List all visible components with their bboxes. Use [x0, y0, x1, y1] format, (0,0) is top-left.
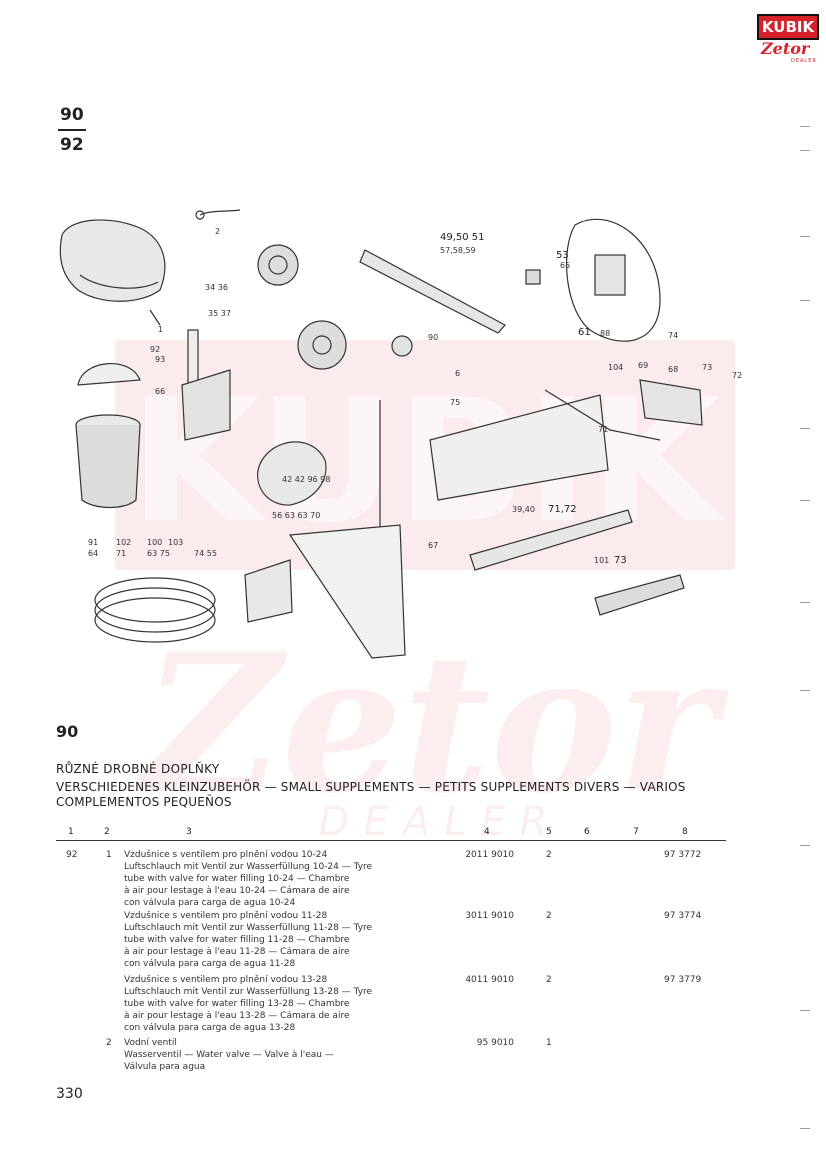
section-title-czech: RŮZNÉ DROBNÉ DOPLŇKY: [56, 762, 220, 776]
steering-control-part: [566, 218, 661, 342]
label-92: 92: [150, 345, 160, 354]
row-4-part-code: 95 9010: [476, 1038, 514, 1048]
label-104: 104: [608, 363, 623, 372]
logo-dealer-text: DEALER: [791, 58, 817, 64]
label-68: 68: [668, 365, 678, 374]
row-1-quantity: 2: [546, 850, 552, 860]
column-header-4: 4: [484, 827, 490, 837]
label-102: 102: [116, 538, 131, 547]
label-2: 2: [215, 227, 220, 236]
section-title-translations: VERSCHIEDENES KLEINZUBEHÖR — SMALL SUPPL…: [56, 780, 686, 809]
column-header-2: 2: [104, 827, 110, 837]
label-93: 93: [155, 355, 165, 364]
seat-cover-part: [59, 219, 166, 326]
label-57-59: 57,58,59: [440, 246, 476, 255]
label-91: 91: [88, 538, 98, 547]
gear-large-part: [297, 320, 347, 370]
row-1-position: 92: [66, 850, 78, 860]
label-100: 100: [147, 538, 162, 547]
column-header-1: 1: [68, 827, 74, 837]
gear-small-part: [257, 244, 299, 286]
label-63-75: 63 75: [147, 549, 170, 558]
bolt-part: [525, 269, 541, 285]
row-2-part-code: 3011 9010: [465, 911, 514, 921]
filter-part: [75, 414, 141, 509]
label-74: 74: [668, 331, 678, 340]
logo-zetor-text: Zetor: [761, 39, 810, 58]
label-73-b: 73: [614, 555, 627, 566]
row-1-description: Vzdušnice s ventilem pro plnění vodou 10…: [124, 850, 373, 908]
label-61: 61: [578, 327, 591, 338]
step-ladder-part: [288, 400, 406, 659]
row-3-reference: 97 3779: [664, 975, 702, 985]
label-39-40: 39,40: [512, 505, 535, 514]
row-3-description: Vzdušnice s ventilem pro plnění vodou 13…: [124, 975, 373, 1033]
seat-shell-part: [257, 441, 327, 506]
section-number: 90: [56, 722, 79, 741]
label-49-51: 49,50 51: [440, 232, 485, 243]
range-divider: [58, 129, 86, 131]
page-number: 330: [56, 1086, 83, 1102]
row-3-part-code: 4011 9010: [465, 975, 514, 985]
label-6: 6: [455, 369, 460, 378]
range-end: 92: [60, 135, 84, 155]
hose-coil-part: [94, 577, 216, 643]
lever-part: [359, 249, 506, 334]
row-4-quantity: 1: [546, 1038, 552, 1048]
label-71-b: 71: [116, 549, 126, 558]
bracket-part: [181, 329, 231, 441]
row-1-reference: 97 3772: [664, 850, 702, 860]
label-66: 66: [155, 387, 165, 396]
label-67: 67: [428, 541, 438, 550]
label-56-70: 56 63 63 70: [272, 511, 320, 520]
label-69: 69: [638, 361, 648, 370]
logo-kubik-text: KUBIK: [757, 14, 819, 40]
label-75: 75: [450, 398, 460, 407]
column-header-7: 7: [633, 827, 639, 837]
label-103: 103: [168, 538, 183, 547]
handle-part: [594, 574, 685, 616]
parts-diagram: 1 2 34 36 35 37 92 93 66 90 49,50 51 57,…: [59, 209, 742, 659]
row-2-quantity: 2: [546, 911, 552, 921]
kubik-zetor-logo: KUBIK Zetor DEALER: [757, 14, 819, 64]
column-header-8: 8: [682, 827, 688, 837]
label-65: 65: [560, 261, 570, 270]
label-88: 88: [600, 329, 610, 338]
label-71-72: 71,72: [548, 504, 577, 515]
row-1-part-code: 2011 9010: [465, 850, 514, 860]
label-53: 53: [556, 250, 569, 261]
column-header-5: 5: [546, 827, 552, 837]
column-header-6: 6: [584, 827, 590, 837]
hitch-plate-part: [429, 379, 703, 501]
header-rule: [56, 840, 726, 841]
label-42-98: 42 42 96 98: [282, 475, 330, 484]
label-1: 1: [158, 325, 163, 334]
lamp-part: [77, 362, 141, 386]
row-2-reference: 97 3774: [664, 911, 702, 921]
row-2-description: Vzdušnice s ventilem pro plnění vodou 11…: [124, 911, 373, 969]
range-start: 90: [60, 105, 84, 125]
label-73: 73: [702, 363, 712, 372]
label-90: 90: [428, 333, 438, 342]
label-35-37: 35 37: [208, 309, 231, 318]
row-4-item: 2: [106, 1038, 112, 1048]
label-74-55: 74 55: [194, 549, 217, 558]
column-header-3: 3: [186, 827, 192, 837]
label-101: 101: [594, 556, 609, 565]
row-3-quantity: 2: [546, 975, 552, 985]
nut-part: [391, 335, 413, 357]
label-71: 71: [598, 425, 608, 434]
label-72: 72: [732, 371, 742, 380]
label-64: 64: [88, 549, 98, 558]
row-1-item: 1: [106, 850, 112, 860]
label-34-36: 34 36: [205, 283, 228, 292]
strap-part: [469, 509, 633, 571]
pin-part: [195, 209, 241, 220]
mount-bracket-part: [244, 559, 293, 623]
row-4-description: Vodní ventil Wasserventil — Water valve …: [124, 1038, 334, 1072]
